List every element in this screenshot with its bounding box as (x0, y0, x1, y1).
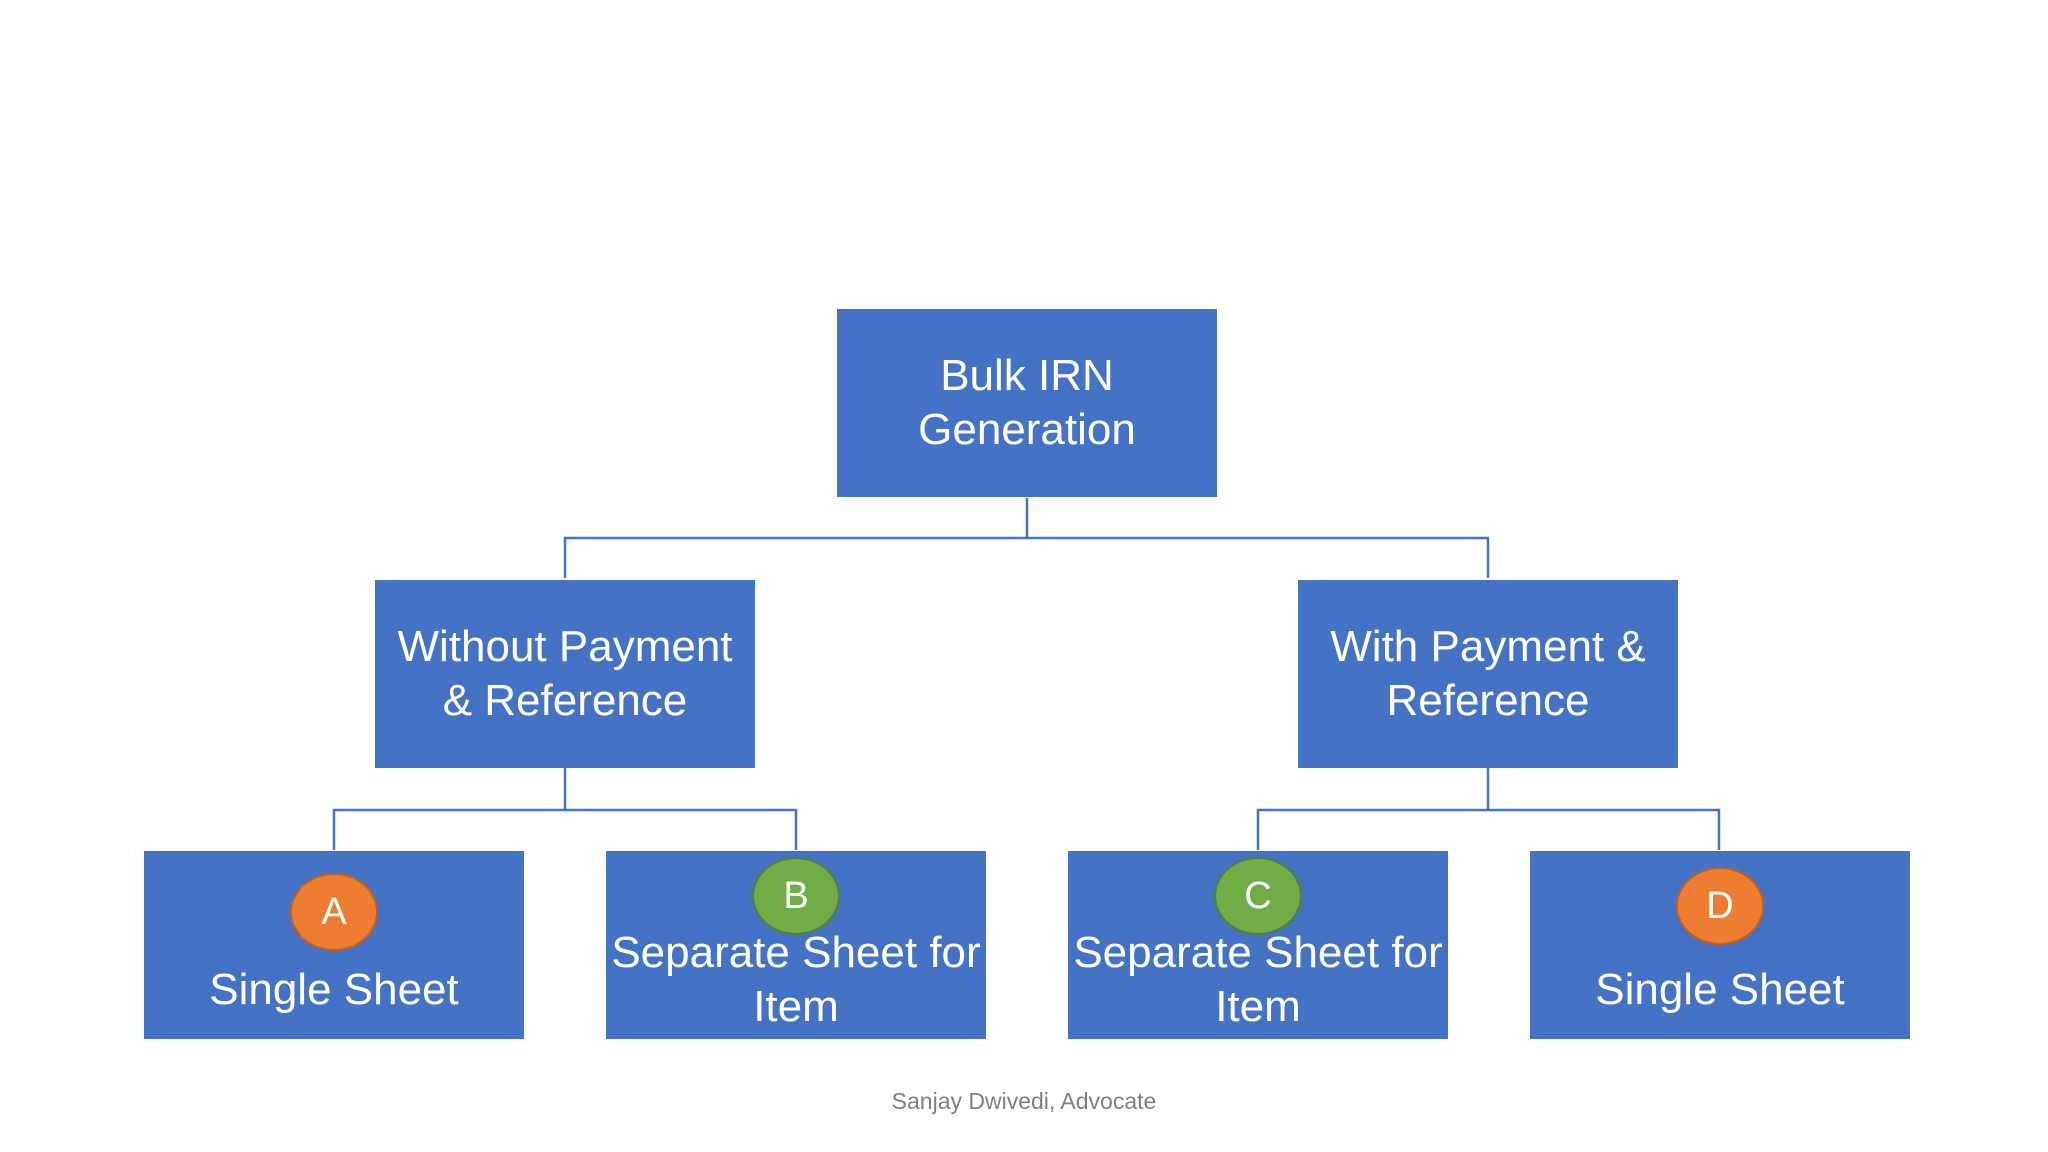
branch-node-with-payment: With Payment & Reference (1298, 580, 1678, 768)
root-node: Bulk IRN Generation (837, 309, 1217, 497)
branch-node-label: Without Payment & Reference (397, 622, 733, 725)
connector-root-to-branches (563, 536, 1490, 578)
badge-d: D (1676, 867, 1764, 945)
leaf-node-d: D Single Sheet (1530, 851, 1910, 1039)
leaf-node-label: Single Sheet (1595, 965, 1845, 1014)
leaf-node-c: C Separate Sheet for Item (1068, 851, 1448, 1039)
leaf-node-label: Separate Sheet for Item (611, 928, 981, 1031)
branch-node-without-payment: Without Payment & Reference (375, 580, 755, 768)
slide-footer: Sanjay Dwivedi, Advocate (891, 1088, 1157, 1114)
branch-node-label: With Payment & Reference (1330, 622, 1646, 725)
connector-left-branch-to-leaves (332, 808, 798, 850)
leaf-node-label: Single Sheet (209, 965, 459, 1014)
connector-right-branch-to-leaves (1256, 808, 1721, 850)
badge-b: B (752, 857, 840, 935)
leaf-node-b: B Separate Sheet for Item (606, 851, 986, 1039)
leaf-node-a: A Single Sheet (144, 851, 524, 1039)
badge-c: C (1214, 857, 1302, 935)
leaf-node-label: Separate Sheet for Item (1073, 928, 1443, 1031)
badge-a: A (290, 873, 378, 951)
root-node-label: Bulk IRN Generation (918, 351, 1136, 454)
